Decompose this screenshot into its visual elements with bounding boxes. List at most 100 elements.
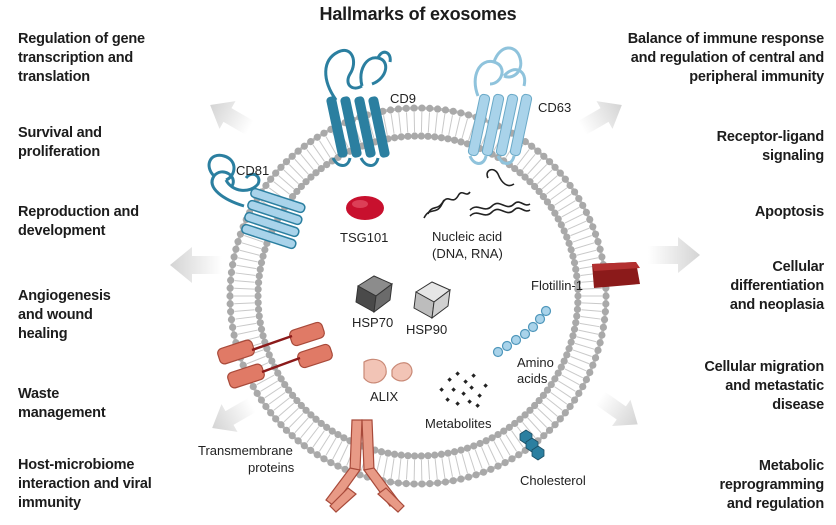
lipid-head xyxy=(411,452,419,460)
label-proteins: proteins xyxy=(248,460,295,475)
lipid-head xyxy=(545,158,554,166)
lipid-head xyxy=(556,169,564,177)
lipid-head xyxy=(262,181,270,190)
arrow-upper-left xyxy=(210,101,254,135)
lipid-head xyxy=(591,354,600,362)
lipid-head xyxy=(424,132,432,140)
lipid-head xyxy=(535,187,543,196)
lipid-tail xyxy=(576,249,597,256)
lipid-tail xyxy=(268,391,286,405)
lipid-head xyxy=(508,455,516,463)
lipid-head xyxy=(450,136,459,144)
lipid-head xyxy=(494,462,502,470)
lipid-tail xyxy=(550,187,568,201)
lipid-head xyxy=(313,133,321,141)
lipid-head xyxy=(574,285,582,293)
lipid-head xyxy=(539,193,547,201)
lipid-tail xyxy=(511,430,524,448)
lipid-head xyxy=(391,450,399,458)
lipid-head xyxy=(599,323,607,331)
lipid-head xyxy=(589,223,597,231)
lipid-head xyxy=(262,402,270,411)
lipid-head xyxy=(282,158,291,166)
lipid-head xyxy=(254,305,263,313)
lipid-tail xyxy=(493,441,504,460)
lipid-tail xyxy=(505,434,518,452)
label-transmembrane: Transmembrane xyxy=(198,443,293,458)
lipid-tail xyxy=(405,459,409,480)
lipid-tail xyxy=(294,417,309,434)
lipid-tail xyxy=(325,136,337,155)
lipid-head xyxy=(575,389,583,397)
lipid-head xyxy=(511,419,519,428)
lipid-head xyxy=(402,480,410,488)
lipid-head xyxy=(569,332,577,340)
lipid-head xyxy=(598,253,606,261)
lipid-head xyxy=(289,193,297,201)
lipid-tail xyxy=(581,287,602,290)
lipid-head xyxy=(227,308,235,316)
lipid-head xyxy=(300,142,308,150)
lipid-tail xyxy=(237,257,258,263)
lipid-head xyxy=(437,134,445,142)
lipid-head xyxy=(277,421,285,429)
lipid-tail xyxy=(294,158,309,175)
lipid-tail xyxy=(312,144,325,162)
lipid-tail xyxy=(546,181,563,195)
lipid-tail xyxy=(234,309,255,312)
lipid-tail xyxy=(576,336,597,343)
lipid-head xyxy=(263,345,271,353)
lipid-head xyxy=(426,104,434,112)
lipid-head xyxy=(515,451,523,459)
label-nucleic-acid: Nucleic acid xyxy=(432,229,502,244)
lipid-head xyxy=(312,415,320,423)
lipid-head xyxy=(573,312,581,320)
label-metabolites: Metabolites xyxy=(425,416,492,431)
lipid-head xyxy=(561,409,569,417)
lipid-head xyxy=(294,147,302,155)
lipid-head xyxy=(540,152,548,160)
lipid-head xyxy=(565,345,573,353)
metabolite-dot xyxy=(447,377,452,382)
lipid-tail xyxy=(574,342,595,350)
lipid-tail xyxy=(256,374,275,386)
lipid-head xyxy=(501,459,509,467)
lipid-tail xyxy=(246,355,266,365)
lipid-tail xyxy=(561,206,580,218)
lipid-head xyxy=(457,446,465,454)
lipid-head xyxy=(334,430,342,439)
lipid-tail xyxy=(468,451,476,472)
lipid-head xyxy=(573,272,581,280)
lipid-tail xyxy=(567,220,587,230)
arrow-lower-right xyxy=(595,391,638,427)
lipid-tail xyxy=(532,412,548,428)
lipid-head xyxy=(253,389,261,397)
lipid-tail xyxy=(260,380,278,392)
lipid-head xyxy=(418,480,426,488)
lipid-head xyxy=(464,111,473,119)
lipid-head xyxy=(579,201,587,210)
metabolite-dot xyxy=(445,397,450,402)
lipid-head xyxy=(323,161,331,169)
metabolite-dot xyxy=(475,403,480,408)
lipid-tail xyxy=(481,446,490,466)
lipid-tail xyxy=(572,349,592,357)
lipid-tail xyxy=(554,193,572,206)
lipid-head xyxy=(404,452,412,460)
lipid-head xyxy=(293,396,301,405)
lipid-tail xyxy=(554,386,572,399)
lipid-head xyxy=(531,401,539,410)
lipid-head xyxy=(394,479,402,487)
lipid-tail xyxy=(283,407,299,423)
lipid-head xyxy=(267,175,275,183)
label-acids: acids xyxy=(517,371,548,386)
lipid-tail xyxy=(516,149,530,166)
lipid-head xyxy=(302,178,310,186)
